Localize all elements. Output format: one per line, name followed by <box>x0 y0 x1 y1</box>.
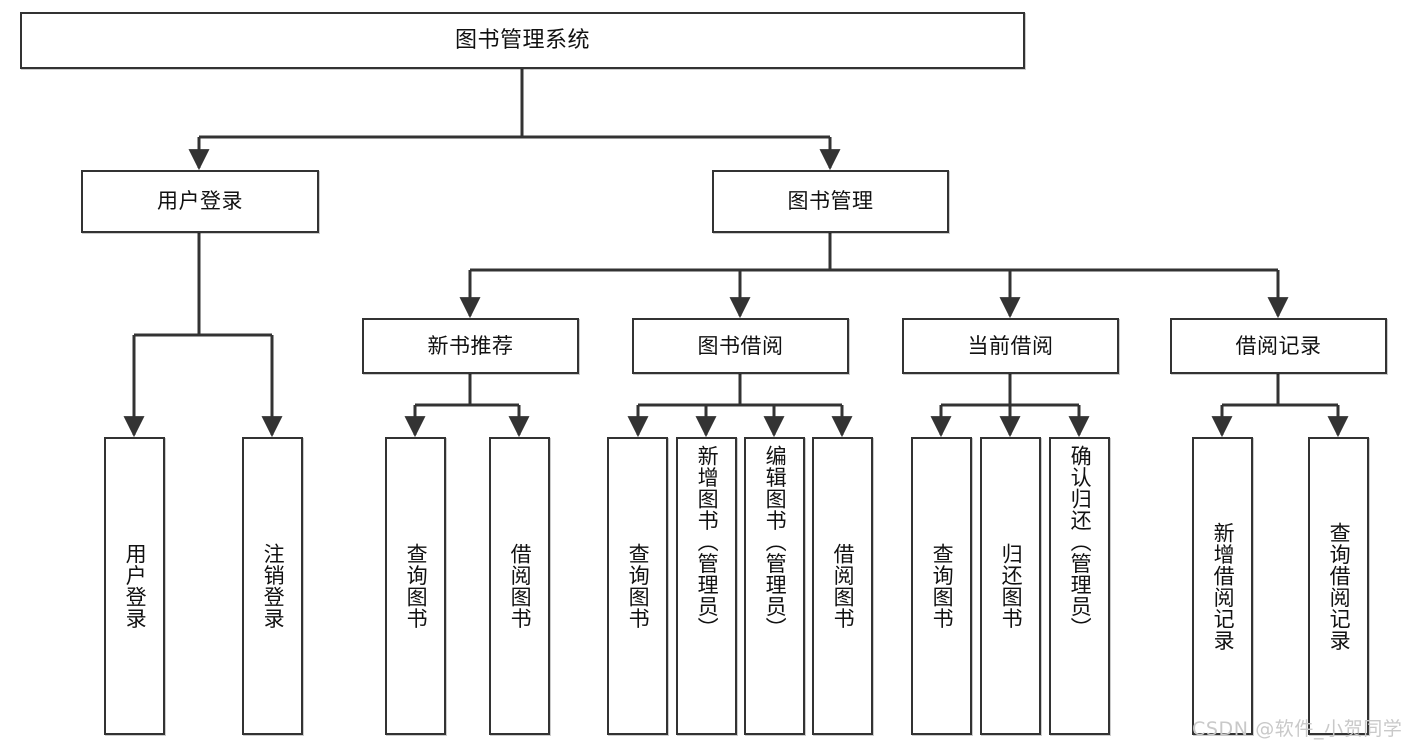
leaf-edit-book-admin[interactable]: 编辑图书（管理员） <box>744 437 805 735</box>
node-root-book-management-system[interactable]: 图书管理系统 <box>20 12 1025 69</box>
leaf-query-borrow-record[interactable]: 查询借阅记录 <box>1308 437 1369 735</box>
leaf-query-book-new-book[interactable]: 查询图书 <box>385 437 446 735</box>
node-label: 编辑图书（管理员） <box>763 445 788 639</box>
node-label: 确认归还（管理员） <box>1068 445 1093 639</box>
node-label: 当前借阅 <box>967 333 1054 358</box>
node-label: 用户登录 <box>123 543 148 629</box>
node-label: 图书借阅 <box>697 333 784 358</box>
node-label: 新增借阅记录 <box>1211 521 1236 651</box>
node-label: 图书管理 <box>787 189 874 214</box>
node-label: 借阅记录 <box>1235 333 1322 358</box>
node-user-login[interactable]: 用户登录 <box>81 170 319 233</box>
node-book-management[interactable]: 图书管理 <box>712 170 949 233</box>
leaf-user-login[interactable]: 用户登录 <box>104 437 165 735</box>
leaf-borrow-book-new-book[interactable]: 借阅图书 <box>489 437 550 735</box>
node-label: 用户登录 <box>157 189 243 214</box>
node-label: 图书管理系统 <box>454 27 590 53</box>
node-label: 归还图书 <box>999 543 1024 629</box>
node-label: 借阅图书 <box>508 543 533 629</box>
leaf-add-borrow-record[interactable]: 新增借阅记录 <box>1192 437 1253 735</box>
leaf-borrow-book-borrow[interactable]: 借阅图书 <box>812 437 873 735</box>
leaf-query-book-borrow[interactable]: 查询图书 <box>607 437 668 735</box>
node-label: 查询图书 <box>404 543 429 629</box>
node-label: 借阅图书 <box>831 543 856 629</box>
node-new-book-recommendation[interactable]: 新书推荐 <box>362 318 579 374</box>
node-label: 查询图书 <box>930 543 955 629</box>
node-borrow-record[interactable]: 借阅记录 <box>1170 318 1387 374</box>
node-label: 查询图书 <box>626 543 651 629</box>
leaf-return-book[interactable]: 归还图书 <box>980 437 1041 735</box>
csdn-watermark: CSDN @软件_小贺同学 <box>1192 718 1403 740</box>
node-label: 注销登录 <box>261 543 286 629</box>
leaf-query-book-current[interactable]: 查询图书 <box>911 437 972 735</box>
leaf-add-book-admin[interactable]: 新增图书（管理员） <box>676 437 737 735</box>
node-label: 新增图书（管理员） <box>695 445 720 639</box>
node-book-borrow[interactable]: 图书借阅 <box>632 318 849 374</box>
node-label: 查询借阅记录 <box>1327 521 1352 651</box>
node-label: 新书推荐 <box>427 333 514 358</box>
leaf-confirm-return-admin[interactable]: 确认归还（管理员） <box>1049 437 1110 735</box>
leaf-logout[interactable]: 注销登录 <box>242 437 303 735</box>
node-current-borrow[interactable]: 当前借阅 <box>902 318 1119 374</box>
